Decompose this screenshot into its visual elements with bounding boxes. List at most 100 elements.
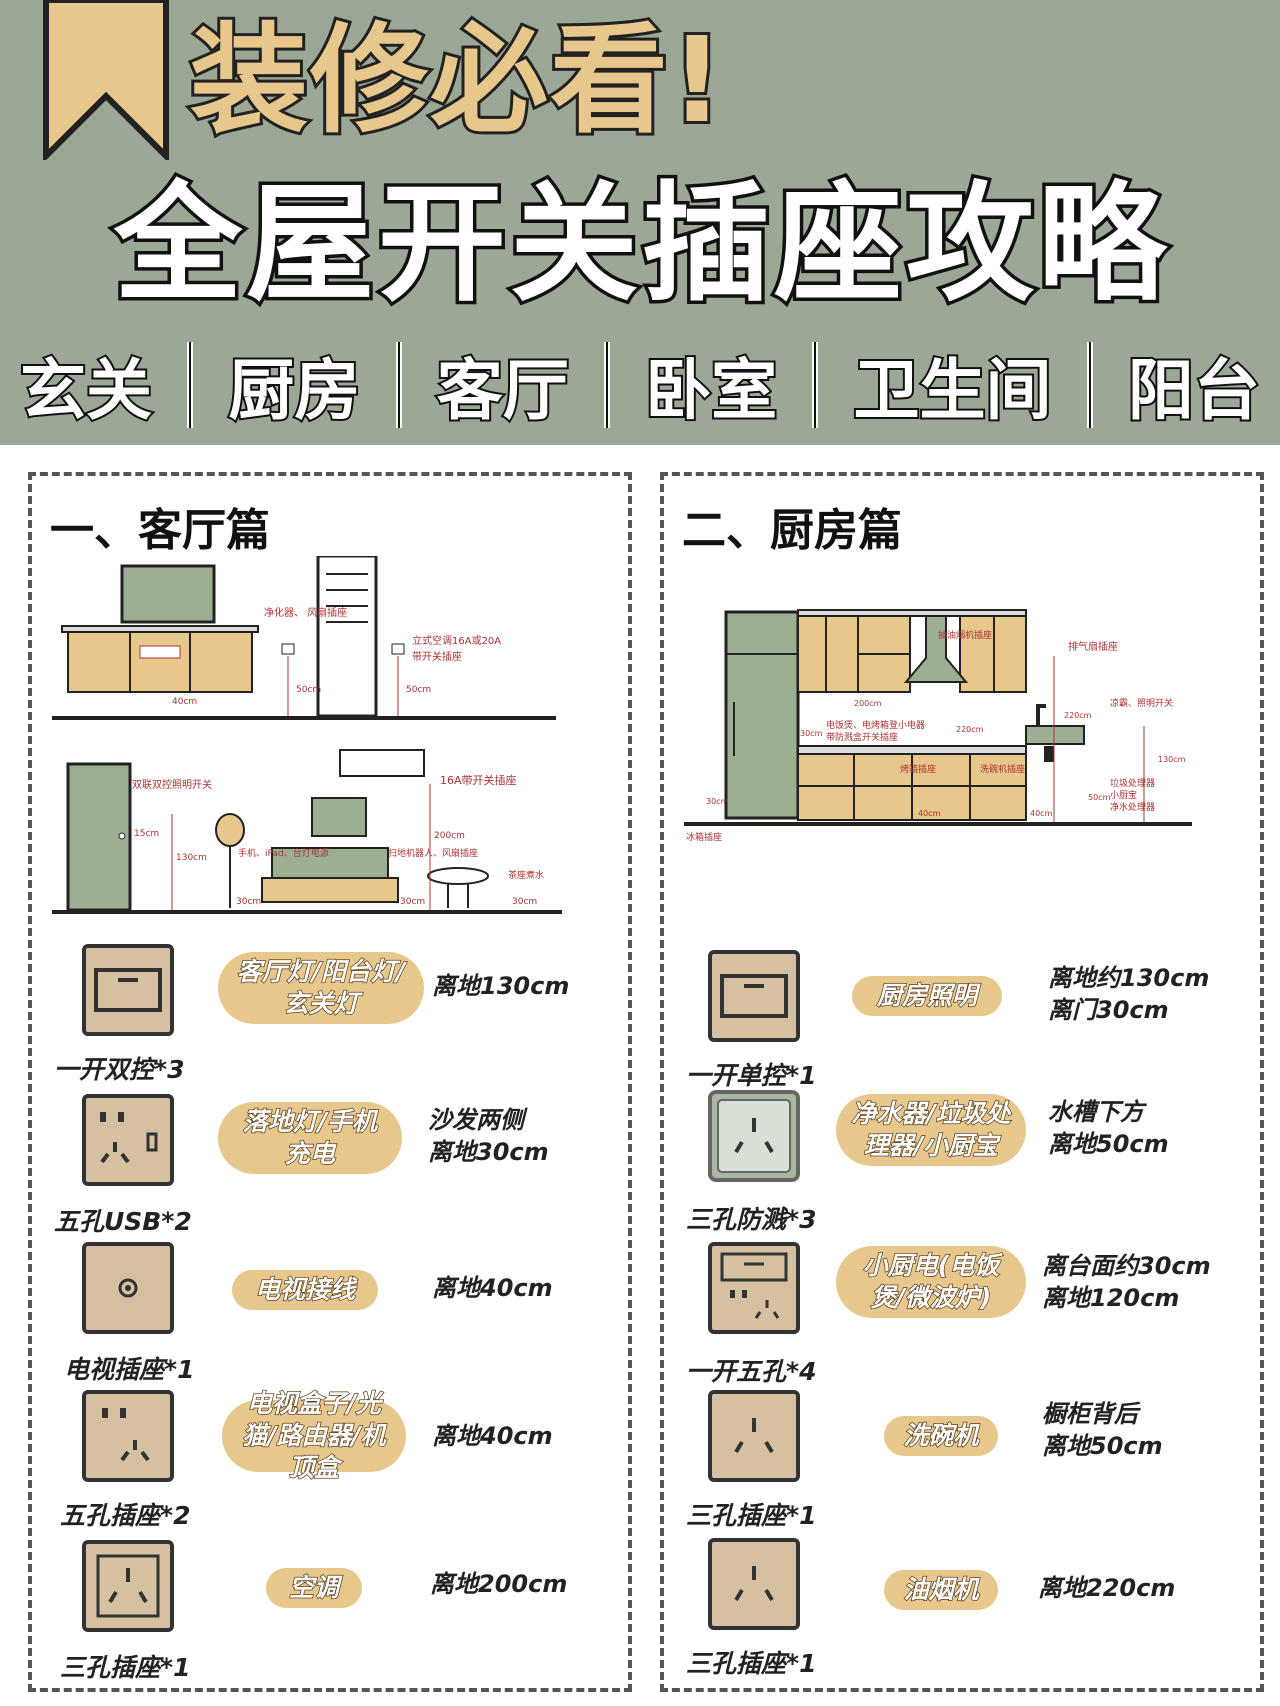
dimension-label: 130cm bbox=[176, 853, 207, 863]
item-caption: 五孔插座*2 bbox=[60, 1501, 191, 1530]
bookmark-icon bbox=[43, 0, 169, 160]
kitchen-panel: 二、厨房篇 抽油烟机插座 排气扇插座 电饭煲、电烤箱登小电器 带防溅盒开关插座 … bbox=[660, 472, 1264, 1692]
list-item: 三孔插座*1 空调 离地200cm bbox=[32, 1540, 632, 1682]
list-item: 三孔防溅*3 净水器/垃圾处理器/小厨宝 水槽下方 离地50cm bbox=[664, 1090, 1264, 1234]
fridge-socket-label: 冰箱插座 bbox=[686, 831, 722, 843]
position-line: 水槽下方 bbox=[1048, 1098, 1144, 1126]
usage-tag: 电视接线 bbox=[232, 1270, 378, 1310]
switched-five-hole-socket-icon bbox=[708, 1242, 800, 1334]
divider bbox=[187, 342, 194, 428]
purifier-label: 净化器、 风扇插座 bbox=[264, 606, 347, 619]
dimension-label: 30cm bbox=[706, 797, 729, 806]
dimension-label: 220cm bbox=[956, 725, 984, 734]
ac-label: 立式空调16A或20A bbox=[412, 634, 501, 647]
divider bbox=[395, 342, 402, 428]
install-position: 沙发两侧 离地30cm bbox=[428, 1104, 549, 1168]
dimension-label: 15cm bbox=[134, 829, 159, 839]
splash-proof-socket-icon bbox=[708, 1090, 800, 1182]
page-subtitle: 全屋开关插座攻略 bbox=[110, 167, 1170, 323]
room-label: 玄关 bbox=[18, 350, 154, 431]
three-hole-socket-icon bbox=[708, 1538, 800, 1630]
section-title: 二、厨房篇 bbox=[682, 505, 902, 556]
heater-label: 小厨宝 bbox=[1110, 789, 1137, 801]
list-item: 一开五孔*4 小厨电(电饭煲/微波炉) 离台面约30cm 离地120cm bbox=[664, 1242, 1264, 1386]
tv-socket-icon bbox=[82, 1242, 174, 1334]
small-appliance-label: 电饭煲、电烤箱登小电器 bbox=[826, 719, 925, 731]
splash-switch-label: 带防溅盒开关插座 bbox=[826, 731, 898, 743]
position-line: 离地120cm bbox=[1042, 1284, 1180, 1312]
install-position: 离地220cm bbox=[1038, 1572, 1175, 1604]
dimension-label: 200cm bbox=[434, 831, 465, 841]
usage-tag: 落地灯/手机充电 bbox=[218, 1102, 402, 1174]
room-label: 客厅 bbox=[435, 350, 571, 431]
light-switch-label: 凉霸、照明开关 bbox=[1110, 697, 1173, 709]
item-caption: 一开双控*3 bbox=[54, 1055, 185, 1084]
kitchen-wall-diagram: 抽油烟机插座 排气扇插座 电饭煲、电烤箱登小电器 带防溅盒开关插座 凉霸、照明开… bbox=[684, 609, 1192, 843]
room-label: 卧室 bbox=[643, 350, 779, 431]
dimension-label: 200cm bbox=[854, 699, 882, 708]
list-item: 五孔USB*2 落地灯/手机充电 沙发两侧 离地30cm bbox=[32, 1094, 632, 1236]
room-label: 厨房 bbox=[226, 350, 362, 431]
dimension-label: 40cm bbox=[1030, 809, 1053, 818]
position-line: 离地200cm bbox=[430, 1570, 568, 1598]
fan-socket-label: 排气扇插座 bbox=[1068, 640, 1118, 653]
phone-charge-label: 手机、iPad、台灯电源 bbox=[238, 847, 329, 859]
position-line: 离地220cm bbox=[1038, 1574, 1176, 1602]
list-item: 一开单控*1 厨房照明 离地约130cm 离门30cm bbox=[664, 950, 1264, 1090]
item-caption: 一开五孔*4 bbox=[686, 1357, 817, 1386]
install-position: 水槽下方 离地50cm bbox=[1048, 1096, 1169, 1160]
living-room-tv-wall-diagram: 净化器、 风扇插座 立式空调16A或20A 带开关插座 40cm 50cm 50… bbox=[52, 556, 556, 720]
position-line: 离地50cm bbox=[1042, 1432, 1163, 1460]
usage-tag: 空调 bbox=[266, 1568, 362, 1608]
dimension-label: 130cm bbox=[1158, 755, 1186, 764]
item-caption: 一开单控*1 bbox=[686, 1061, 817, 1090]
room-label: 卫生间 bbox=[852, 350, 1054, 431]
dimension-label: 220cm bbox=[1064, 711, 1092, 720]
hood-socket-label: 抽油烟机插座 bbox=[938, 629, 992, 641]
usage-tag: 客厅灯/阳台灯/玄关灯 bbox=[218, 952, 424, 1024]
usage-tag: 电视盒子/光猫/路由器/机顶盒 bbox=[222, 1388, 406, 1483]
usage-tag: 小厨电(电饭煲/微波炉) bbox=[836, 1246, 1026, 1318]
list-item: 五孔插座*2 电视盒子/光猫/路由器/机顶盒 离地40cm bbox=[32, 1388, 632, 1530]
usage-tag: 厨房照明 bbox=[852, 976, 1002, 1016]
one-gang-switch-icon bbox=[82, 944, 174, 1036]
install-position: 离地约130cm 离门30cm bbox=[1048, 962, 1209, 1026]
position-line: 离地130cm bbox=[432, 972, 570, 1000]
install-position: 离地40cm bbox=[432, 1272, 553, 1304]
usage-tag: 油烟机 bbox=[884, 1570, 998, 1610]
list-item: 三孔插座*1 洗碗机 橱柜背后 离地50cm bbox=[664, 1390, 1264, 1530]
room-label: 阳台 bbox=[1126, 350, 1262, 431]
install-position: 离地40cm bbox=[432, 1420, 553, 1452]
usage-tag: 洗碗机 bbox=[884, 1416, 998, 1456]
list-item: 电视插座*1 电视接线 离地40cm bbox=[32, 1242, 632, 1384]
item-caption: 三孔插座*1 bbox=[60, 1653, 191, 1682]
one-gang-switch-icon bbox=[708, 950, 800, 1042]
dimension-label: 30cm bbox=[512, 897, 537, 907]
dimension-label: 40cm bbox=[172, 697, 197, 707]
list-item: 一开双控*3 客厅灯/阳台灯/玄关灯 离地130cm bbox=[32, 944, 632, 1084]
room-list: 玄关 厨房 客厅 卧室 卫生间 阳台 bbox=[18, 335, 1262, 435]
dimension-label: 50cm bbox=[406, 685, 431, 695]
install-position: 离台面约30cm 离地120cm bbox=[1042, 1250, 1211, 1314]
item-caption: 三孔插座*1 bbox=[686, 1649, 817, 1678]
dimension-label: 40cm bbox=[918, 809, 941, 818]
dishwasher-socket-label: 洗碗机插座 bbox=[980, 763, 1025, 775]
item-caption: 五孔USB*2 bbox=[54, 1207, 192, 1236]
dimension-label: 30cm bbox=[800, 729, 823, 738]
position-line: 离地30cm bbox=[428, 1138, 549, 1166]
waste-label: 垃圾处理器 bbox=[1110, 777, 1155, 789]
position-line: 橱柜背后 bbox=[1042, 1400, 1138, 1428]
divider bbox=[812, 342, 819, 428]
five-hole-usb-socket-icon bbox=[82, 1094, 174, 1186]
install-position: 离地200cm bbox=[430, 1568, 567, 1600]
install-position: 离地130cm bbox=[432, 970, 569, 1002]
socket-16a-label: 16A带开关插座 bbox=[440, 773, 517, 787]
position-line: 沙发两侧 bbox=[428, 1106, 524, 1134]
position-line: 离地40cm bbox=[432, 1274, 553, 1302]
dimension-label: 30cm bbox=[400, 897, 425, 907]
robot-fan-label: 扫地机器人、风扇插座 bbox=[388, 847, 478, 859]
header-banner: 装修必看! 全屋开关插座攻略 玄关 厨房 客厅 卧室 卫生间 阳台 bbox=[0, 0, 1280, 445]
purifier-label: 净水处理器 bbox=[1110, 801, 1155, 813]
living-room-sofa-wall-diagram: 双联双控照明开关 16A带开关插座 手机、iPad、台灯电源 扫地机器人、风扇插… bbox=[52, 749, 562, 914]
three-hole-socket-icon bbox=[82, 1540, 174, 1632]
